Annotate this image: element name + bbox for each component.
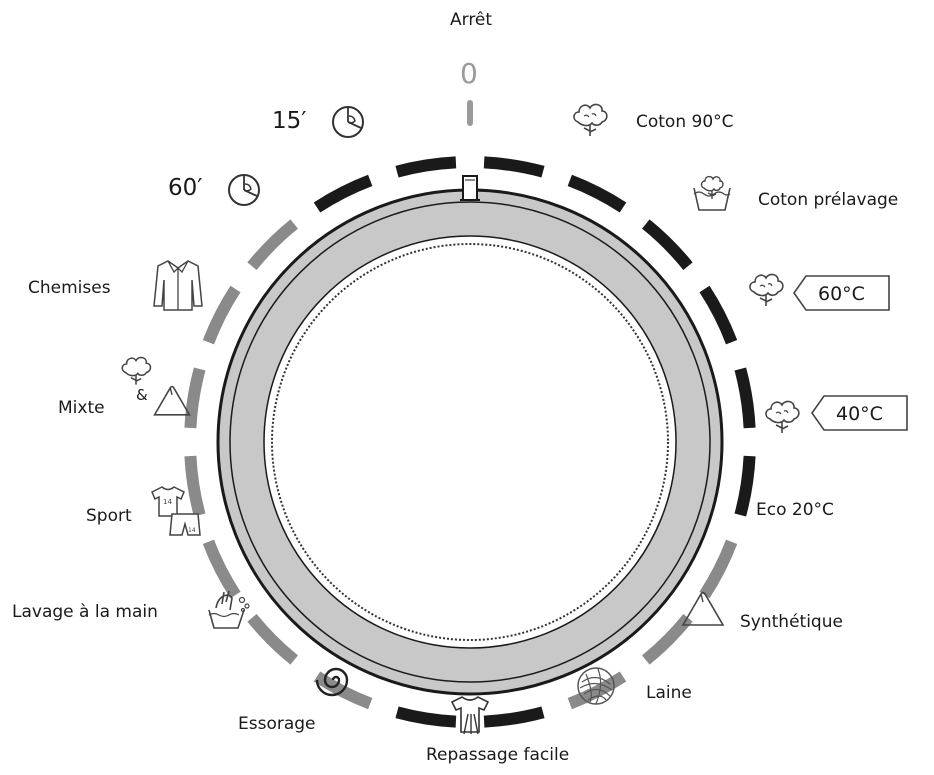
knob-ring-line bbox=[229, 201, 711, 683]
temp-tag-40-shape bbox=[811, 395, 908, 431]
dial-segment-3 bbox=[641, 219, 693, 271]
dial-segment-9 bbox=[567, 671, 627, 710]
label-laine: Laine bbox=[646, 683, 692, 703]
knob-inner-face bbox=[263, 235, 677, 649]
dial-segment-4 bbox=[699, 285, 738, 345]
dial-segment-5 bbox=[734, 367, 756, 429]
dial-segments bbox=[184, 156, 756, 728]
label-15-min: 15′ bbox=[272, 108, 307, 134]
cotton-prewash-icon bbox=[693, 175, 731, 211]
dial-segment-20 bbox=[395, 156, 457, 178]
label-zero: 0 bbox=[460, 57, 478, 90]
timer-60-icon bbox=[228, 174, 260, 206]
cotton-40-icon bbox=[765, 400, 800, 433]
sport-icon: 14 14 bbox=[151, 486, 201, 536]
label-mixte: Mixte bbox=[58, 398, 105, 418]
mixed-cotton-icon bbox=[121, 356, 152, 385]
mixed-synthetic-icon bbox=[153, 385, 191, 416]
shirt-icon bbox=[153, 260, 203, 311]
svg-text:14: 14 bbox=[188, 527, 196, 534]
cotton-icon bbox=[573, 103, 608, 136]
dial-segment-19 bbox=[313, 174, 373, 213]
label-60-min: 60′ bbox=[168, 175, 203, 201]
label-repassage-facile: Repassage facile bbox=[426, 745, 570, 765]
dial-segment-17 bbox=[202, 285, 241, 345]
svg-text:14: 14 bbox=[163, 498, 172, 506]
label-coton-90: Coton 90°C bbox=[636, 112, 734, 132]
label-coton-prelavage: Coton prélavage bbox=[758, 190, 899, 210]
label-essorage: Essorage bbox=[238, 714, 316, 734]
cotton-60-icon bbox=[749, 273, 784, 306]
label-arret: Arrêt bbox=[450, 10, 493, 30]
label-mixte-ampersand: & bbox=[136, 386, 148, 404]
dial-segment-16 bbox=[184, 367, 206, 429]
temp-tag-60-shape bbox=[793, 275, 890, 311]
label-chemises: Chemises bbox=[28, 278, 111, 298]
label-tag-40: 40°C bbox=[836, 403, 883, 425]
label-sport: Sport bbox=[86, 506, 132, 526]
timer-15-icon bbox=[332, 106, 364, 138]
label-synthetique: Synthétique bbox=[740, 612, 843, 632]
dial-segment-13 bbox=[247, 613, 299, 665]
spin-icon bbox=[316, 667, 349, 697]
knob-inner-edge bbox=[271, 243, 669, 641]
dial-segment-15 bbox=[184, 455, 206, 517]
label-eco: Eco 20°C bbox=[756, 500, 834, 520]
dial-segment-10 bbox=[483, 706, 545, 728]
knob-pointer bbox=[460, 175, 480, 201]
synthetic-icon bbox=[681, 591, 725, 626]
dial-segment-11 bbox=[395, 706, 457, 728]
dial-segment-6 bbox=[734, 455, 756, 517]
easy-iron-shirt-icon bbox=[450, 696, 490, 735]
zero-tick bbox=[467, 100, 473, 126]
hand-wash-icon bbox=[208, 590, 250, 629]
dial-segment-2 bbox=[567, 174, 627, 213]
dial-segment-7 bbox=[699, 539, 738, 599]
dial-segment-1 bbox=[483, 156, 545, 178]
dial-segment-14 bbox=[202, 539, 241, 599]
label-lavage-main: Lavage à la main bbox=[12, 602, 158, 622]
label-tag-60: 60°C bbox=[818, 283, 865, 305]
wool-icon bbox=[577, 667, 615, 705]
dial-segment-18 bbox=[247, 219, 299, 271]
